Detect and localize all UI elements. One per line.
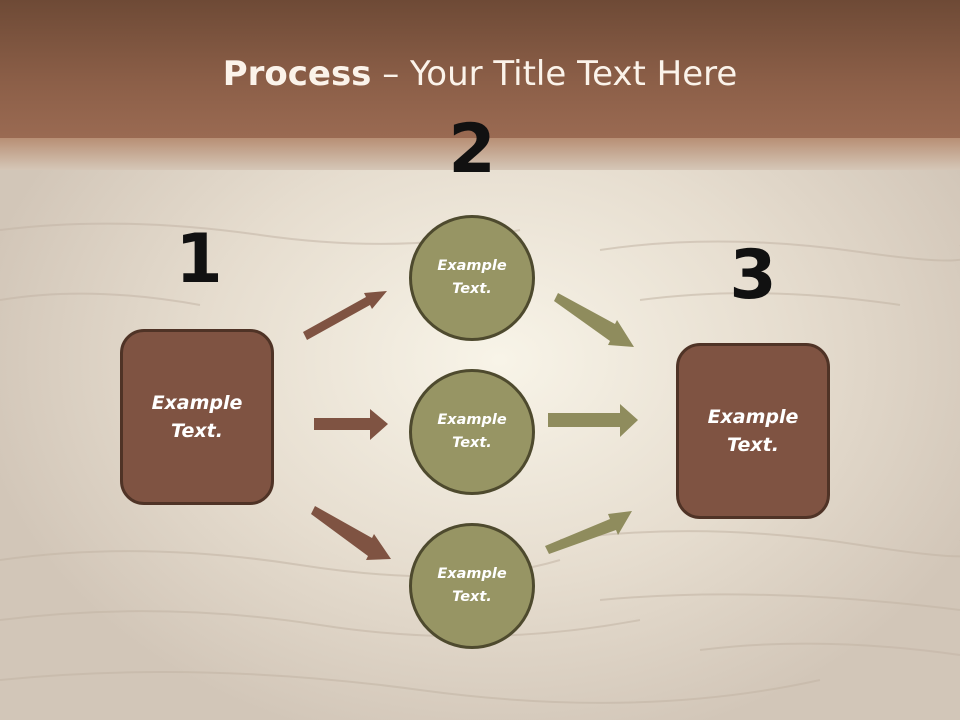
step3-label: Example Text. — [707, 405, 799, 457]
arrow-step1-to-middle — [314, 409, 388, 440]
slide-title: Process – Your Title Text Here — [0, 54, 960, 94]
step-number-2: 2 — [448, 110, 496, 189]
step-number-1: 1 — [175, 220, 223, 299]
step2-circle-middle-label: Example Text. — [437, 411, 507, 451]
title-band — [0, 0, 960, 138]
step1-label: Example Text. — [151, 391, 243, 443]
step-number-3: 3 — [729, 236, 777, 315]
step2-circle-bottom: Example Text. — [409, 523, 535, 649]
step2-circle-middle: Example Text. — [409, 369, 535, 495]
brown-arrows — [303, 291, 391, 560]
title-rest: – Your Title Text Here — [371, 54, 738, 94]
step3-box: Example Text. — [676, 343, 830, 519]
arrow-step1-to-bottom — [311, 506, 391, 560]
step2-circle-bottom-label: Example Text. — [437, 565, 507, 605]
olive-arrows — [545, 293, 638, 554]
step2-circle-top-label: Example Text. — [437, 257, 507, 297]
arrow-top-to-step3 — [554, 293, 634, 347]
arrow-step1-to-top — [303, 291, 387, 340]
title-bold: Process — [222, 54, 372, 94]
arrow-bottom-to-step3 — [545, 511, 632, 554]
step1-box: Example Text. — [120, 329, 274, 505]
arrow-middle-to-step3 — [548, 404, 638, 437]
step2-circle-top: Example Text. — [409, 215, 535, 341]
